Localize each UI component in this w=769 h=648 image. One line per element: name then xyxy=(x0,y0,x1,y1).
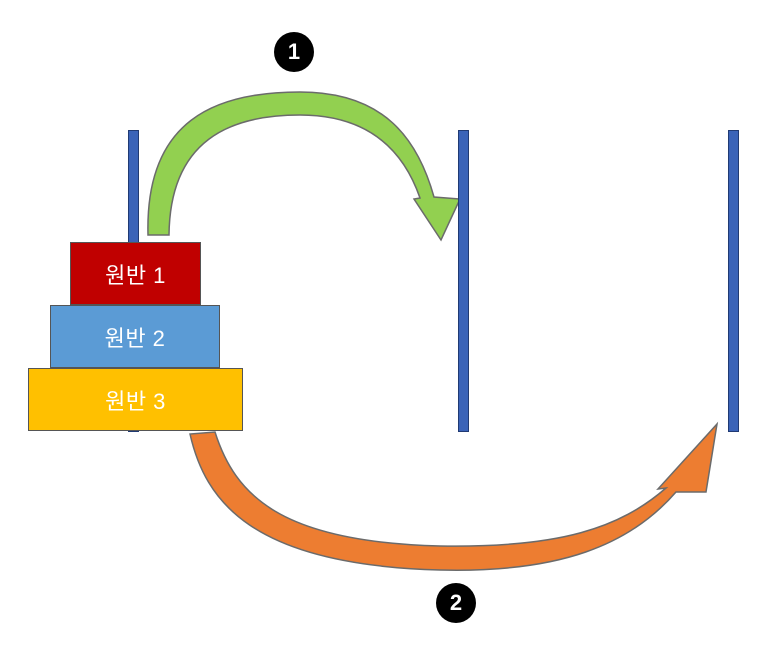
peg-3 xyxy=(728,130,739,432)
disk-2: 원반 2 xyxy=(50,305,220,368)
peg-2 xyxy=(458,130,469,432)
green-curved-arrow-step-1 xyxy=(147,91,462,242)
disk-3: 원반 3 xyxy=(28,368,243,431)
step-2-badge: 2 xyxy=(436,583,476,623)
disk-1: 원반 1 xyxy=(70,242,201,305)
step-1-badge: 1 xyxy=(274,32,314,72)
orange-curved-arrow-step-2 xyxy=(189,421,719,571)
